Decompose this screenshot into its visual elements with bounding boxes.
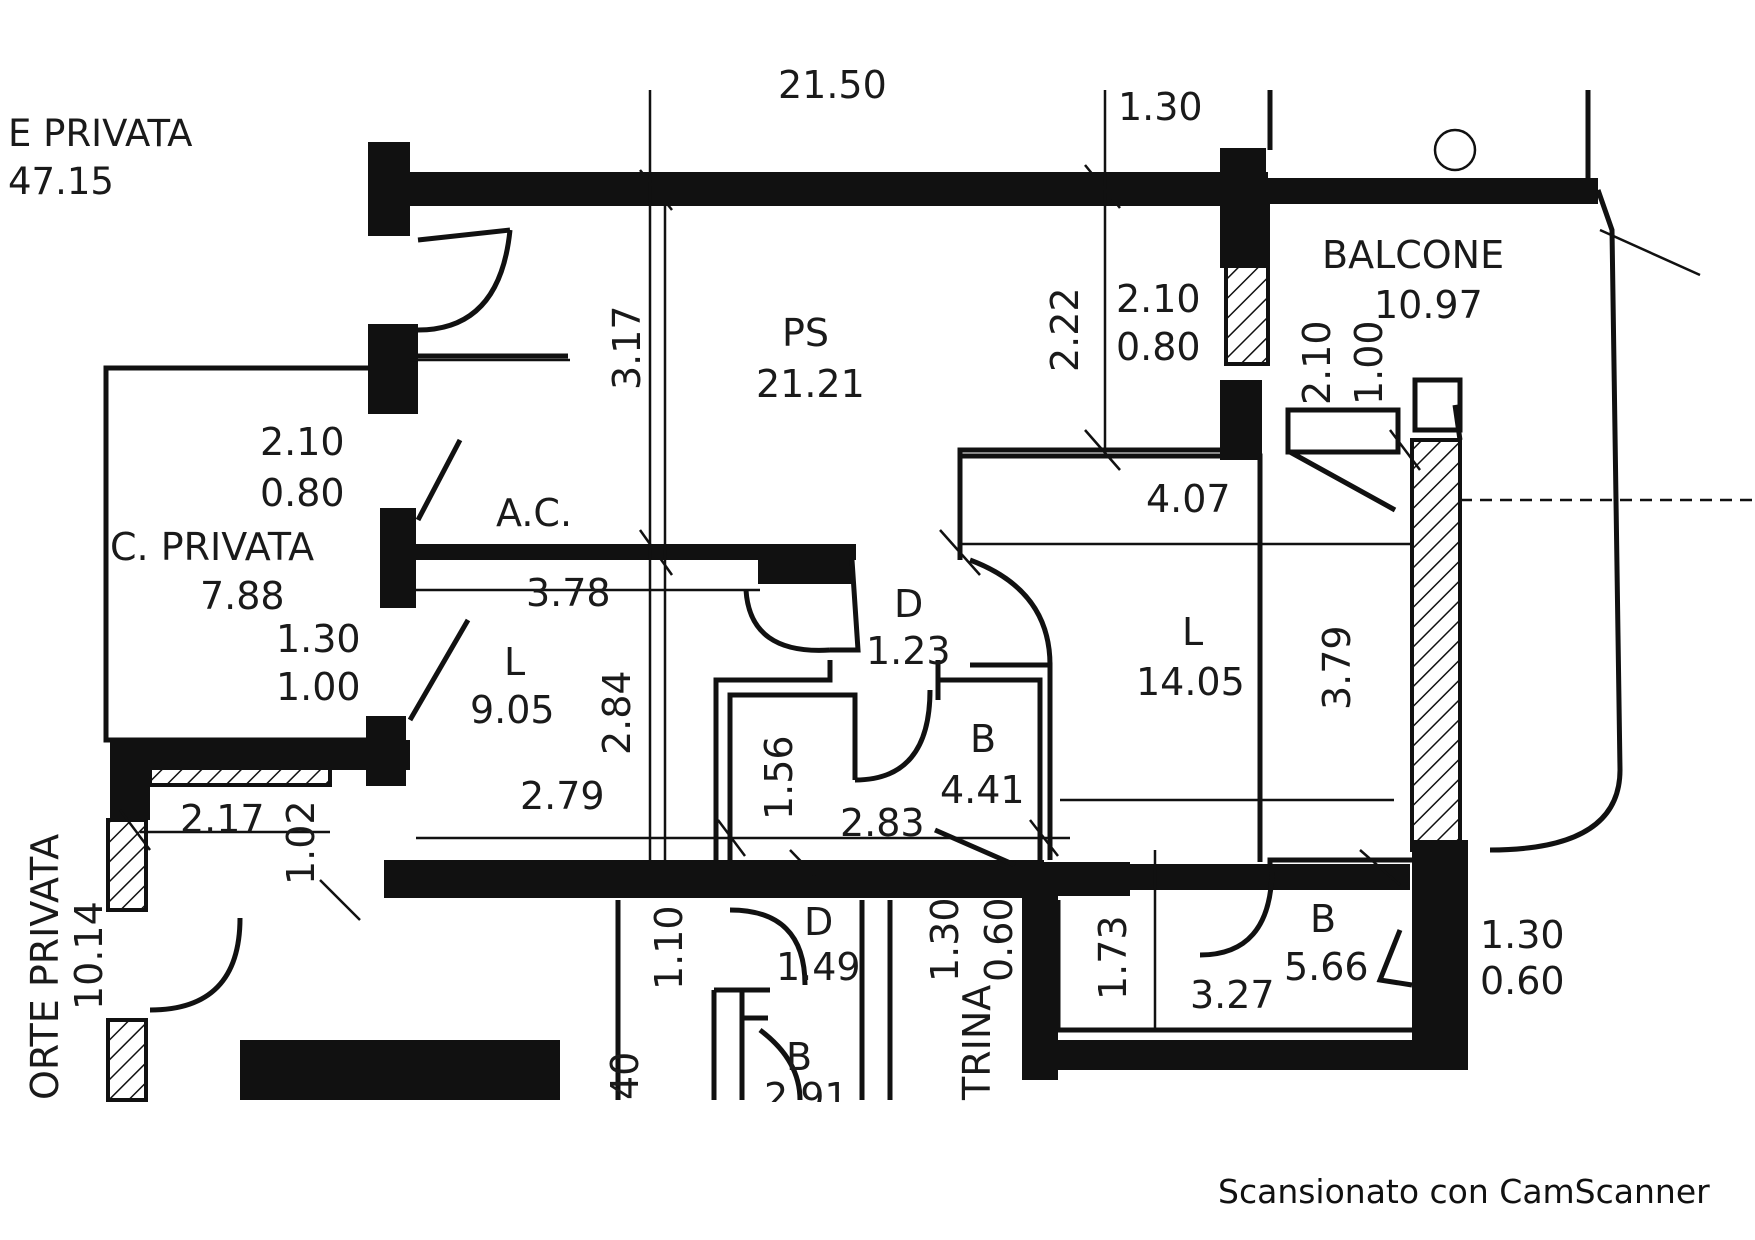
balcone-area: 10.97 <box>1374 283 1483 327</box>
w-mid-h: 1.30 <box>923 897 967 982</box>
d1-area: 1.23 <box>866 629 951 673</box>
b3-dim-h: 3.27 <box>1190 973 1275 1017</box>
corte-left-area: 10.14 <box>67 901 111 1010</box>
d1-name: D <box>894 582 923 626</box>
vetrina-label: TRINA <box>955 985 999 1101</box>
door-swings <box>149 227 1413 1101</box>
corte-privata-top-area: 47.15 <box>8 160 114 203</box>
l1-dim-v: 2.84 <box>595 670 639 755</box>
b1-dim-v: 1.56 <box>757 735 801 820</box>
interior-lines <box>103 90 1755 1100</box>
door-top-w: 0.80 <box>1116 325 1201 369</box>
top-dim-left: 21.50 <box>778 63 887 107</box>
c-privata-name: C. PRIVATA <box>110 525 314 569</box>
b2-name: B <box>786 1035 812 1079</box>
window-left-h: 2.10 <box>260 420 345 464</box>
bottom-edge-dim: 40 <box>603 1052 647 1100</box>
w-right-w: 0.60 <box>1480 959 1565 1003</box>
balcone-door-h: 2.10 <box>1295 320 1339 405</box>
w-right-h: 1.30 <box>1480 913 1565 957</box>
b3-dim-v: 1.73 <box>1091 915 1135 1000</box>
l2-dim-v: 3.79 <box>1315 625 1359 710</box>
corte-dim-h: 2.17 <box>180 797 265 841</box>
window-left2-h: 1.30 <box>276 617 361 661</box>
l2-width: 4.07 <box>1146 477 1231 521</box>
l2-name: L <box>1182 610 1203 654</box>
door-top-h: 2.10 <box>1116 277 1201 321</box>
corte-privata-top-name: E PRIVATA <box>8 112 193 155</box>
b1-area: 4.41 <box>940 768 1025 812</box>
window-left2-w: 1.00 <box>276 665 361 709</box>
corte-dim-v: 1.02 <box>279 800 323 885</box>
balcone-door-w: 1.00 <box>1347 320 1391 405</box>
l1-name: L <box>504 640 525 684</box>
ps-name: PS <box>782 311 829 355</box>
d2-area: 1.49 <box>776 945 861 989</box>
window-left-w: 0.80 <box>260 471 345 515</box>
b3-name: B <box>1310 897 1336 941</box>
l2-area: 14.05 <box>1136 660 1245 704</box>
l1-dim-h: 2.79 <box>520 774 605 818</box>
ps-dim-v2: 2.22 <box>1043 287 1087 372</box>
hatched-walls <box>106 202 1462 1102</box>
corte-left-name: ORTE PRIVATA <box>23 834 67 1100</box>
d2-name: D <box>804 900 833 944</box>
ps-area: 21.21 <box>756 362 865 406</box>
balcone-name: BALCONE <box>1322 233 1504 277</box>
b1-dim-h: 2.83 <box>840 801 925 845</box>
b1-name: B <box>970 717 996 761</box>
room-labels: E PRIVATA 47.15 21.50 1.30 PS 21.21 3.17… <box>8 63 1565 1119</box>
l1-width: 3.78 <box>526 571 611 615</box>
c-privata-area: 7.88 <box>200 574 285 618</box>
d2-dim: 1.10 <box>647 905 691 990</box>
b3-area: 5.66 <box>1284 945 1369 989</box>
ps-dim-v: 3.17 <box>605 305 649 390</box>
camscanner-watermark: Scansionato con CamScanner <box>1218 1172 1710 1211</box>
w-mid-w: 0.60 <box>977 897 1021 982</box>
l1-area: 9.05 <box>470 688 555 732</box>
ac-name: A.C. <box>496 491 572 535</box>
top-dim-right: 1.30 <box>1118 85 1203 129</box>
